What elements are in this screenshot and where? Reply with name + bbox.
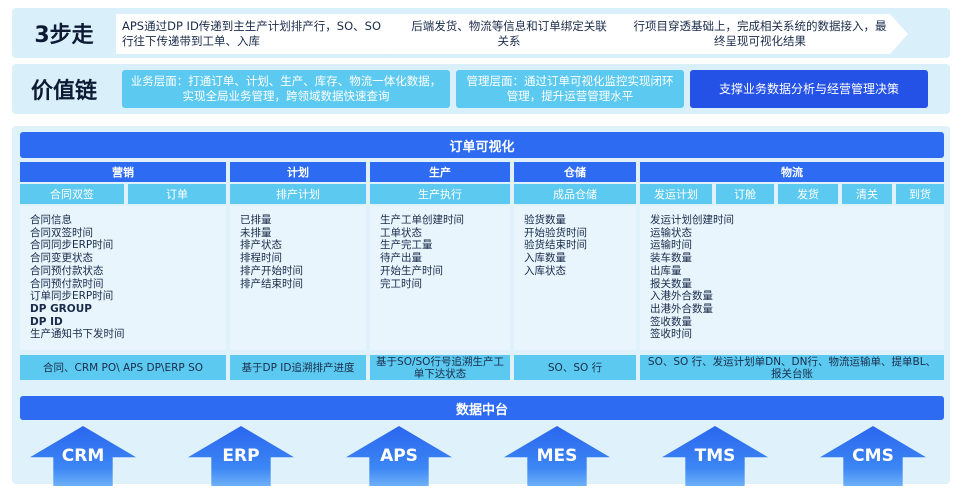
sub-booking: 订舱 xyxy=(716,184,774,204)
field-item: 运输时间 xyxy=(650,239,692,252)
value-chain-band: 价值链 业务层面：打通订单、计划、生产、库存、物流一体化数据，实现全局业务管理，… xyxy=(12,64,950,114)
warehouse-column-body xyxy=(514,206,636,350)
category-warehouse: 仓储 xyxy=(514,162,636,182)
decision-support-box: 支撑业务数据分析与经营管理决策 xyxy=(690,70,928,108)
management-level-box: 管理层面：通过订单可视化监控实现闭环管理，提升运营管理水平 xyxy=(456,70,684,108)
field-item: 签收时间 xyxy=(650,328,692,341)
field-item: 装车数量 xyxy=(650,252,692,265)
field-item: 排程时间 xyxy=(240,252,282,265)
sub-production-execution: 生产执行 xyxy=(370,184,510,204)
warehouse-field-list: 验货数量开始验货时间验货结束时间入库数量入库状态 xyxy=(524,214,587,278)
sub-finished-storage: 成品仓储 xyxy=(514,184,636,204)
step-2: 后端发货、物流等信息和订单绑定关联关系 xyxy=(390,14,628,54)
field-item: 生产通知书下发时间 xyxy=(30,328,125,341)
field-item: 排产开始时间 xyxy=(240,264,303,277)
field-item: DP ID xyxy=(30,315,63,328)
business-level-box: 业务层面：打通订单、计划、生产、库存、物流一体化数据，实现全局业务管理，跨领域数… xyxy=(122,70,450,108)
logistics-column-body xyxy=(640,206,944,350)
category-production: 生产 xyxy=(370,162,510,182)
field-item: 待产出量 xyxy=(380,252,422,265)
plan-column-body xyxy=(230,206,366,350)
field-item: 完工时间 xyxy=(380,277,422,290)
field-item: 出港外合数量 xyxy=(650,302,713,315)
production-trace-footer: 基于SO/SO行号追溯生产工单下达状态 xyxy=(370,355,510,380)
sub-schedule-plan: 排产计划 xyxy=(230,184,366,204)
category-sales: 营销 xyxy=(20,162,226,182)
order-visualization-panel: 订单可视化 营销 计划 生产 仓储 物流 合同双签 订单 排产计划 生产执行 成… xyxy=(12,126,950,484)
field-item: 生产完工量 xyxy=(380,239,433,252)
field-item: 入库数量 xyxy=(524,252,566,265)
production-field-list: 生产工单创建时间工单状态生产完工量待产出量开始生产时间完工时间 xyxy=(380,214,464,290)
sub-customs: 清关 xyxy=(842,184,892,204)
field-item: 合同变更状态 xyxy=(30,252,93,265)
field-item: 入港外合数量 xyxy=(650,290,713,303)
steps-title: 3步走 xyxy=(34,23,94,48)
sub-arrival: 到货 xyxy=(896,184,944,204)
plan-field-list: 已排量未排量排产状态排程时间排产开始时间排产结束时间 xyxy=(240,214,303,290)
value-chain-title: 价值链 xyxy=(30,79,97,104)
plan-trace-footer: 基于DP ID追溯排产进度 xyxy=(230,355,366,380)
logistics-trace-footer: SO、SO 行、发运计划单DN、DN行、物流运输单、提单BL、报关台账 xyxy=(640,355,944,380)
field-item: 已排量 xyxy=(240,214,272,226)
field-item: 订单同步ERP时间 xyxy=(30,290,114,303)
order-visualization-title: 订单可视化 xyxy=(20,132,944,158)
field-item: 验货结束时间 xyxy=(524,239,587,252)
field-item: 合同预付款时间 xyxy=(30,277,104,290)
category-logistics: 物流 xyxy=(640,162,944,182)
field-item: 合同预付款状态 xyxy=(30,264,104,277)
field-item: 开始验货时间 xyxy=(524,226,587,239)
sales-column-body xyxy=(20,206,226,350)
sub-delivery: 发货 xyxy=(778,184,838,204)
category-plan: 计划 xyxy=(230,162,366,182)
step-3: 行项目穿透基础上，完成相关系统的数据接入，最终呈现可视化结果 xyxy=(610,14,908,54)
field-item: 合同双签时间 xyxy=(30,226,93,239)
field-item: 工单状态 xyxy=(380,226,422,239)
field-item: 开始生产时间 xyxy=(380,264,443,277)
production-column-body xyxy=(370,206,510,350)
sub-shipping-plan: 发运计划 xyxy=(640,184,712,204)
field-item: 入库状态 xyxy=(524,264,566,277)
field-item: 报关数量 xyxy=(650,277,692,290)
logistics-field-list: 发运计划创建时间运输状态运输时间装车数量出库量报关数量入港外合数量出港外合数量签… xyxy=(650,214,734,341)
field-item: 合同信息 xyxy=(30,214,72,226)
warehouse-trace-footer: SO、SO 行 xyxy=(514,355,636,380)
field-item: 签收数量 xyxy=(650,315,692,328)
field-item: 未排量 xyxy=(240,226,272,239)
sub-contract-signing: 合同双签 xyxy=(20,184,124,204)
step-1: APS通过DP ID传递到主生产计划排产行，SO、SO 行往下传递带到工单、入库 xyxy=(116,14,408,54)
sales-field-list: 合同信息合同双签时间合同同步ERP时间合同变更状态合同预付款状态合同预付款时间订… xyxy=(30,214,125,341)
field-item: 运输状态 xyxy=(650,226,692,239)
field-item: 生产工单创建时间 xyxy=(380,214,464,226)
sales-trace-footer: 合同、CRM PO\ APS DP\ERP SO xyxy=(20,355,226,380)
field-item: 排产结束时间 xyxy=(240,277,303,290)
field-item: 合同同步ERP时间 xyxy=(30,239,114,252)
sub-order: 订单 xyxy=(128,184,226,204)
field-item: 排产状态 xyxy=(240,239,282,252)
steps-band: 3步走 APS通过DP ID传递到主生产计划排产行，SO、SO 行往下传递带到工… xyxy=(12,8,950,58)
field-item: 出库量 xyxy=(650,264,682,277)
field-item: 验货数量 xyxy=(524,214,566,226)
field-item: DP GROUP xyxy=(30,302,92,315)
field-item: 发运计划创建时间 xyxy=(650,214,734,226)
data-platform-title: 数据中台 xyxy=(20,396,944,420)
